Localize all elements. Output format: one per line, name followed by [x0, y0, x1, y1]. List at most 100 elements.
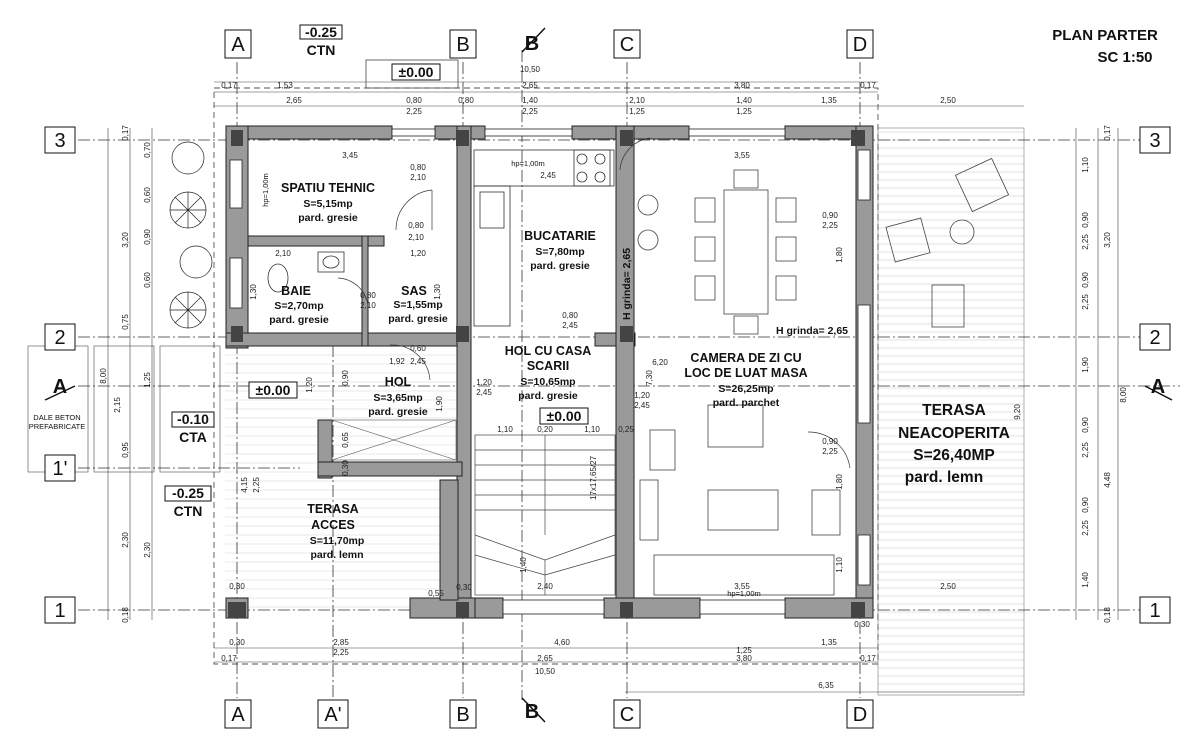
top-axis-a: A — [231, 34, 245, 56]
note-h-grinda-vertical: H grinda= 2,65 — [621, 248, 633, 320]
dim-int-37: 4,15 — [240, 477, 249, 493]
dim-top-2-0: 2,65 — [286, 96, 302, 105]
dim-right-inner-10: 1,40 — [1081, 572, 1090, 588]
left-axis-2: 2 — [54, 327, 65, 349]
dim-int-21: 1,20 — [476, 378, 492, 387]
room-sas-name: SAS — [401, 284, 427, 298]
dale-beton-slab-1 — [27, 345, 89, 473]
dim-int-27: 1,80 — [835, 474, 844, 490]
kitchen-counter — [473, 149, 615, 327]
dim-bottom-1-4: 0,30 — [854, 620, 870, 629]
level-zero-stair: ±0.00 — [547, 408, 582, 424]
dim-left-inner-2: 0,90 — [143, 229, 152, 245]
dim-right-inner-4: 2,25 — [1081, 294, 1090, 310]
room-hol-scari-area: S=10,65mp — [520, 376, 575, 388]
dim-int-43: 0,30 — [229, 582, 245, 591]
dim-right-inner-9: 2,25 — [1081, 520, 1090, 536]
dim-int-25: 0,90 — [822, 437, 838, 446]
dim-int-47: 1,20 — [305, 377, 314, 393]
dim-bottom-extra: 6,35 — [818, 681, 834, 690]
room-sas-area: S=1,55mp — [393, 299, 442, 311]
dim-left-outer-1: 3,20 — [121, 232, 130, 248]
dim-bottom-1-0: 0,30 — [229, 638, 245, 647]
section-marks: B B A A — [44, 27, 1173, 723]
dim-bottom-2-4: 3,80 — [736, 654, 752, 663]
dim-bottom-1-1: 2,85 — [333, 638, 349, 647]
room-tehnic-name: SPATIU TEHNIC — [281, 181, 375, 195]
room-baie-floor: pard. gresie — [269, 314, 329, 326]
dim-int-23: 1,20 — [634, 391, 650, 400]
dim-right-inner-3: 0,90 — [1081, 272, 1090, 288]
hall-void — [331, 419, 457, 461]
dim-right-inner-7: 2,25 — [1081, 442, 1090, 458]
dim-top-2-4: 2,10 — [629, 96, 645, 105]
dim-int-28: 3,55 — [734, 582, 750, 591]
windows — [229, 128, 871, 615]
dim-int-19: 6,20 — [652, 358, 668, 367]
dim-left-inner-3: 0,60 — [143, 272, 152, 288]
dim-left-inner-4: 1,25 — [143, 372, 152, 388]
top-axis-labels: A B C D — [224, 29, 874, 59]
dim-left-outer-2: 0,75 — [121, 314, 130, 330]
door-swings — [337, 137, 851, 469]
room-hol-scari-name-1: HOL CU CASA — [505, 344, 592, 358]
dimension-lines — [107, 81, 1119, 693]
room-camera-floor: pard. parchet — [713, 397, 780, 409]
room-terasa-neacoperita-name-2: NEACOPERITA — [898, 425, 1010, 442]
bottom-dimensions: 0,30 2,85 4,60 1,35 0,30 0,17 2,25 2,65 … — [221, 620, 876, 690]
dim-right-inner-0: 1,10 — [1081, 157, 1090, 173]
dim-top-2-5: 1,40 — [736, 96, 752, 105]
dim-top-total: 10,50 — [520, 65, 541, 74]
dim-int-33: 0,25 — [618, 425, 634, 434]
dim-top-2-3: 1,40 — [522, 96, 538, 105]
room-terasa-neacoperita-area: S=26,40MP — [913, 447, 994, 464]
dim-left-outer-0: 0,17 — [121, 125, 130, 141]
dim-int-48: 1,90 — [435, 396, 444, 412]
dale-beton-slab-3 — [159, 345, 221, 473]
dim-left-outer-6: 0,18 — [121, 607, 130, 623]
dim-int-1: 0,80 — [410, 163, 426, 172]
dim-right-outer-3: 4,48 — [1103, 472, 1112, 488]
note-hp-living: hp=1,00m — [727, 589, 761, 598]
dim-top-2-2: 0,80 — [458, 96, 474, 105]
dim-top-2-6: 1,35 — [821, 96, 837, 105]
room-bucatarie-area: S=7,80mp — [535, 246, 584, 258]
level-marks: -0.25 CTN ±0.00 -0.10 CTA -0.25 CTN ±0.0… — [164, 24, 589, 519]
room-tehnic-floor: pard. gresie — [298, 212, 358, 224]
dim-top-1-2: 2,65 — [522, 81, 538, 90]
section-b-bottom: B — [525, 701, 539, 723]
dim-left-outer-4: 0,95 — [121, 442, 130, 458]
room-camera-name-1: CAMERA DE ZI CU — [690, 351, 801, 365]
room-hol-scari-floor: pard. gresie — [518, 390, 578, 402]
dim-int-20: 7,30 — [645, 370, 654, 386]
top-axis-b: B — [456, 34, 469, 56]
dim-top-1-3: 3,80 — [734, 81, 750, 90]
terrace-furniture — [365, 59, 1010, 328]
room-terasa-acces-floor: pard. lemn — [310, 549, 363, 561]
left-axis-1-prime: 1' — [53, 458, 68, 480]
top-axis-d: D — [853, 34, 867, 56]
right-axis-3: 3 — [1149, 130, 1160, 152]
dim-top-3-2: 1,25 — [736, 107, 752, 116]
room-bucatarie-floor: pard. gresie — [530, 260, 590, 272]
dim-int-39: 9,20 — [1013, 404, 1022, 420]
stairs — [474, 434, 616, 596]
dim-int-12: 2,45 — [562, 321, 578, 330]
columns — [228, 130, 865, 618]
dim-bottom-2-2: 2,65 — [537, 654, 553, 663]
dim-int-44: 0,65 — [341, 432, 350, 448]
trees — [169, 141, 213, 329]
dim-int-2: 2,10 — [410, 173, 426, 182]
room-bucatarie-name: BUCATARIE — [524, 229, 596, 243]
note-dale-1: DALE BETON — [33, 413, 80, 422]
room-tehnic-area: S=5,15mp — [303, 198, 352, 210]
dim-int-34: 17x17,65/27 — [589, 455, 598, 500]
dim-left-outer-5: 2,30 — [121, 532, 130, 548]
dim-int-5: 2,10 — [275, 249, 291, 258]
right-dimensions: 0,17 3,20 8,00 4,48 0,18 1,10 0,90 2,25 … — [1081, 125, 1128, 623]
level-cta-label: CTA — [179, 429, 207, 445]
dim-int-17: 2,25 — [822, 221, 838, 230]
top-axis-c: C — [620, 34, 634, 56]
right-axis-2: 2 — [1149, 327, 1160, 349]
